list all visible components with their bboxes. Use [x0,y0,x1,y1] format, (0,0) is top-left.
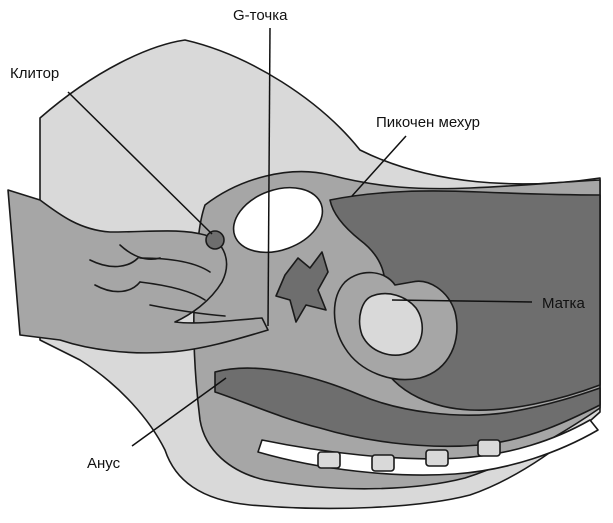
label-clitoris: Клитор [10,65,59,82]
vertebra-block [478,440,500,456]
label-anus: Анус [87,455,121,472]
clitoris-shape [206,231,224,249]
label-g-spot: G-точка [233,7,288,24]
anatomy-illustration [8,40,600,508]
label-uterus: Матка [542,295,585,312]
vertebra-block [318,452,340,468]
label-bladder: Пикочен мехур [376,114,480,131]
vertebra-block [372,455,394,471]
vertebra-block [426,450,448,466]
